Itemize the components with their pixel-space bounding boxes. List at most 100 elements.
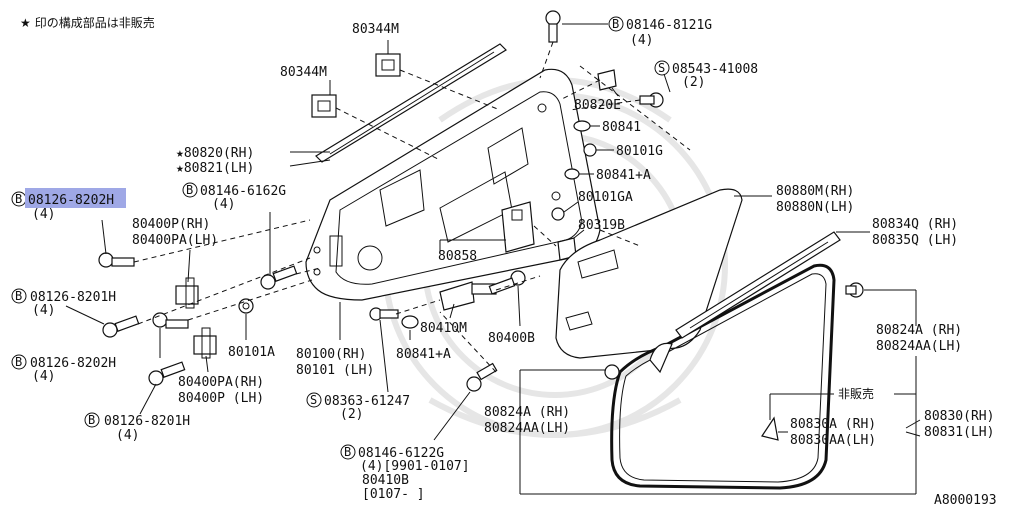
label-80319B: 80319B — [578, 218, 625, 233]
label-weatherstrip-80830: 80830(RH) 80831(LH) — [924, 409, 994, 440]
plug-80841 — [573, 120, 591, 132]
bolt-08146-6122G — [466, 362, 498, 392]
clip-80101G — [583, 143, 597, 157]
svg-text:80824AA(LH): 80824AA(LH) — [484, 421, 570, 436]
bolt-b-symbol: B — [612, 17, 619, 31]
label-80820E: 80820E — [574, 98, 621, 113]
svg-text:B: B — [15, 355, 22, 369]
svg-text:08146-8121G: 08146-8121G — [626, 18, 712, 33]
svg-text:80400PA(RH): 80400PA(RH) — [178, 375, 264, 390]
bolt-80400B — [488, 270, 526, 295]
label-trim-80880M: 80880M(RH) 80880N(LH) — [776, 184, 854, 215]
label-80101G: 80101G — [616, 144, 663, 159]
svg-text:★80821(LH): ★80821(LH) — [176, 161, 254, 176]
svg-text:08126-8201H: 08126-8201H — [30, 290, 116, 305]
svg-text:80400P (LH): 80400P (LH) — [178, 391, 264, 406]
label-bolt-08146-8121G: B 08146-8121G (4) — [608, 16, 712, 48]
molding-80834Q — [675, 231, 841, 339]
door-trim-80880M — [555, 188, 743, 359]
svg-text:80834Q (RH): 80834Q (RH) — [872, 217, 958, 232]
svg-text:80830AA(LH): 80830AA(LH) — [790, 433, 876, 448]
svg-text:80400P(RH): 80400P(RH) — [132, 217, 210, 232]
seal-piece-80830A — [761, 416, 779, 441]
svg-text:(4): (4) — [32, 207, 55, 222]
svg-text:80101 (LH): 80101 (LH) — [296, 363, 374, 378]
label-bolt-08146-6122G: B 08146-6122G (4)[9901-0107] 80410B [010… — [340, 444, 470, 502]
hinge-80400P-upper — [175, 277, 199, 309]
svg-text:S: S — [310, 393, 317, 407]
label-80841A-top: 80841+A — [596, 168, 651, 183]
bolt-08126-8201H-bot — [148, 361, 186, 386]
label-not-sold: 非販売 — [838, 386, 874, 401]
label-hinge-80400PA-lower: 80400PA(RH) 80400P (LH) — [178, 375, 264, 406]
label-clip-80824A-right: 80824A (RH) 80824AA(LH) — [876, 323, 962, 354]
svg-text:80831(LH): 80831(LH) — [924, 425, 994, 440]
svg-text:80835Q (LH): 80835Q (LH) — [872, 233, 958, 248]
svg-text:(4): (4) — [32, 303, 55, 318]
bolt-08146-8121G — [545, 10, 561, 43]
svg-text:80824A (RH): 80824A (RH) — [484, 405, 570, 420]
clip-80101GA — [551, 207, 565, 221]
svg-text:80830A (RH): 80830A (RH) — [790, 417, 876, 432]
svg-text:[0107- ]: [0107- ] — [362, 487, 425, 502]
label-hinge-80400P-upper: 80400P(RH) 80400PA(LH) — [132, 217, 218, 248]
svg-text:★80820(RH): ★80820(RH) — [176, 146, 254, 161]
svg-text:(4): (4) — [32, 369, 55, 384]
svg-text:(2): (2) — [682, 75, 705, 90]
svg-text:(4): (4) — [212, 197, 235, 212]
screw-08363-61247 — [369, 307, 399, 321]
label-clip-80824A-mid: 80824A (RH) 80824AA(LH) — [484, 405, 570, 436]
label-80344M-left: 80344M — [280, 65, 327, 80]
svg-text:(4)[9901-0107]: (4)[9901-0107] — [360, 459, 470, 474]
plug-80841A-top — [564, 168, 580, 180]
label-bolt-08146-6162G: B 08146-6162G (4) — [182, 182, 286, 212]
label-panel-80100: 80100(RH) 80101 (LH) — [296, 347, 374, 378]
hinge-80400PA-lower — [193, 327, 217, 359]
label-seal-80830A: 80830A (RH) 80830AA(LH) — [790, 417, 876, 448]
svg-text:(2): (2) — [340, 407, 363, 422]
label-80400B: 80400B — [488, 331, 535, 346]
plug-80841A-mid — [401, 315, 419, 329]
label-screw-08543-41008: S 08543-41008 (2) — [654, 60, 758, 90]
label-80344M-top: 80344M — [352, 22, 399, 37]
clip-80820E — [597, 69, 617, 91]
window-molding-80820 — [315, 43, 507, 163]
bolt-08126-8202H-top — [98, 252, 135, 268]
svg-text:80410B: 80410B — [362, 473, 409, 488]
label-screw-08363-61247: S 08363-61247 (2) — [306, 392, 410, 422]
bolt-08126-8201H-top — [102, 315, 140, 338]
svg-text:B: B — [88, 413, 95, 427]
label-80820-80821: ★80820(RH) ★80821(LH) — [176, 146, 254, 176]
callout-labels: 80344M 80344M B 08146-8121G (4) S 08543-… — [11, 16, 997, 508]
svg-text:08126-8202H: 08126-8202H — [28, 193, 114, 208]
svg-text:08146-6122G: 08146-6122G — [358, 446, 444, 461]
label-80841: 80841 — [602, 120, 641, 135]
header-note: ★印の構成部品は非販売 — [20, 15, 155, 30]
check-link-80410M — [439, 281, 497, 311]
label-80858: 80858 — [438, 249, 477, 264]
label-80101A: 80101A — [228, 345, 275, 360]
label-molding-80834Q: 80834Q (RH) 80835Q (LH) — [872, 217, 958, 248]
label-80841A-mid: 80841+A — [396, 347, 451, 362]
svg-text:08543-41008: 08543-41008 — [672, 62, 758, 77]
weatherstrip-80830 — [610, 263, 836, 490]
svg-text:08146-6162G: 08146-6162G — [200, 184, 286, 199]
bracket-80858 — [501, 201, 535, 253]
clip-80824A-right — [845, 282, 864, 298]
bolt-08126-8202H-mid — [152, 312, 189, 329]
diagram-id: A8000193 — [934, 493, 997, 508]
svg-text:(4): (4) — [116, 428, 139, 443]
bolt-08146-6162G — [260, 265, 298, 290]
svg-text:80824AA(LH): 80824AA(LH) — [876, 339, 962, 354]
clip-80824A-mid — [604, 364, 620, 380]
svg-text:80880M(RH): 80880M(RH) — [776, 184, 854, 199]
grommet-80101A — [238, 298, 254, 314]
label-80101GA: 80101GA — [578, 190, 633, 205]
svg-text:08126-8202H: 08126-8202H — [30, 356, 116, 371]
svg-text:80830(RH): 80830(RH) — [924, 409, 994, 424]
door-inner-panel — [305, 68, 601, 301]
svg-text:80100(RH): 80100(RH) — [296, 347, 366, 362]
assembly-dashed-lines — [133, 41, 691, 373]
label-bolt-08126-8201H-top: B 08126-8201H (4) — [11, 288, 116, 318]
